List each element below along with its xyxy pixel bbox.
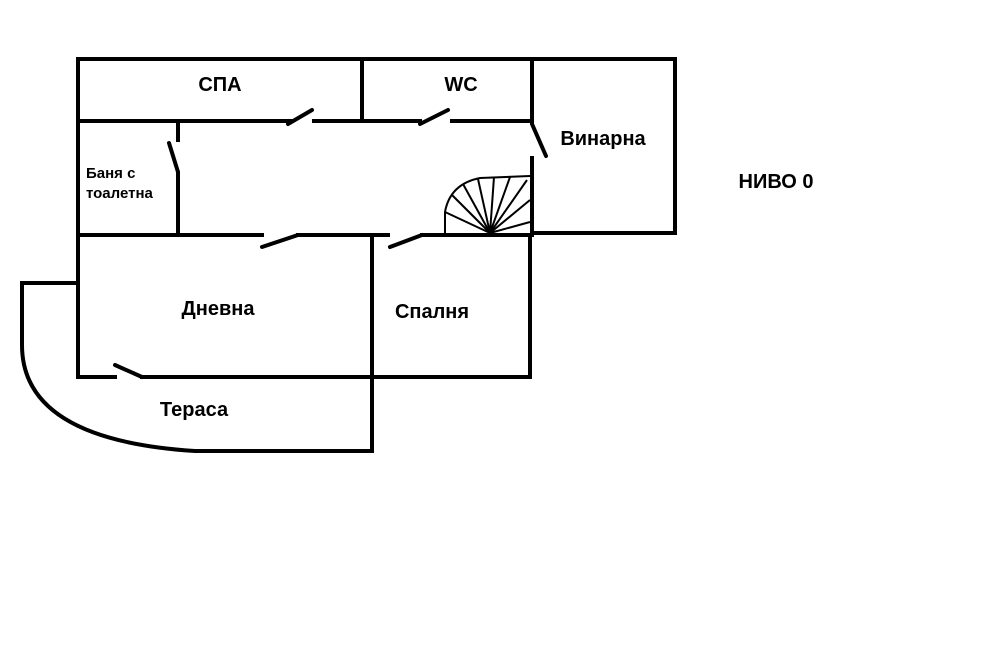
stair-ray-7 bbox=[489, 179, 528, 234]
doors bbox=[113, 108, 548, 379]
stair-ray-4 bbox=[477, 178, 491, 234]
walls bbox=[20, 57, 677, 453]
door-terrace bbox=[113, 363, 144, 379]
stair-ray-8 bbox=[489, 199, 531, 234]
room-label-bathroom-line1: Баня с bbox=[86, 165, 135, 182]
room-label-bedroom: Спалня bbox=[395, 301, 469, 323]
stair-ray-5 bbox=[489, 176, 495, 234]
door-bathroom bbox=[167, 141, 180, 174]
stair-ray-3 bbox=[462, 183, 491, 234]
room-label-bathroom-line2: тоалетна bbox=[86, 185, 154, 202]
stair-ray-9 bbox=[489, 221, 531, 234]
door-bedroom bbox=[388, 233, 424, 249]
stair-ray-2 bbox=[451, 194, 491, 234]
room-label-wine-cellar: Винарна bbox=[560, 128, 646, 150]
room-label-wc: WC bbox=[444, 74, 477, 96]
door-spa bbox=[286, 108, 314, 126]
labels: СПА WC Винарна Баня с тоалетна Дневна Сп… bbox=[86, 74, 814, 421]
stair-ray-6 bbox=[489, 176, 511, 234]
room-label-living-room: Дневна bbox=[182, 298, 256, 320]
level-label: НИВО 0 bbox=[739, 171, 814, 193]
room-label-terrace: Тераса bbox=[160, 399, 229, 421]
room-label-spa: СПА bbox=[198, 74, 241, 96]
terrace-curve bbox=[20, 281, 374, 453]
door-wc bbox=[418, 108, 450, 126]
door-wine bbox=[530, 122, 548, 158]
spiral-stair bbox=[444, 175, 531, 234]
door-living bbox=[260, 233, 300, 249]
stair-ray-1 bbox=[444, 211, 491, 234]
stair-outline bbox=[444, 175, 531, 233]
